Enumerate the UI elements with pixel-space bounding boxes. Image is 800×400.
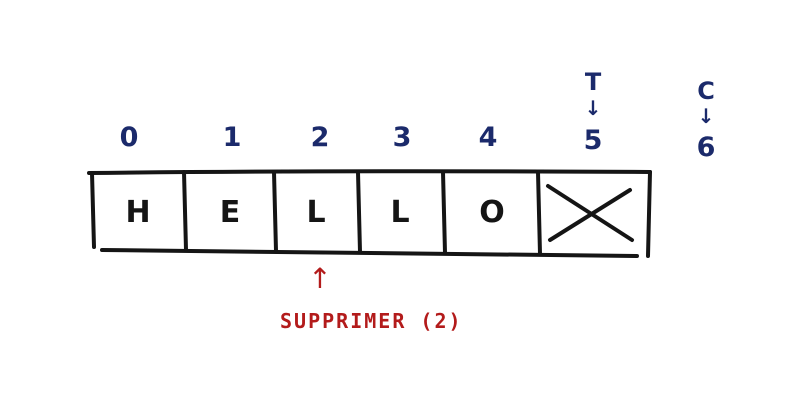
cell-1: E bbox=[219, 195, 241, 230]
delete-arrow: ↑ bbox=[308, 262, 332, 295]
index-label-5: 5 bbox=[583, 125, 603, 156]
tail-marker-label: T bbox=[584, 68, 602, 96]
index-label-2: 2 bbox=[310, 122, 330, 153]
index-label-0: 0 bbox=[119, 122, 139, 153]
index-label-3: 3 bbox=[392, 122, 412, 153]
capacity-marker-label: C bbox=[697, 77, 715, 105]
cell-3: L bbox=[390, 195, 410, 230]
array-left-border bbox=[90, 171, 96, 249]
capacity-marker-arrow: ↓ bbox=[697, 104, 715, 128]
cell-divider-1 bbox=[182, 170, 188, 252]
array-right-border bbox=[646, 170, 652, 258]
tail-marker-arrow: ↓ bbox=[584, 96, 602, 120]
array-top-border bbox=[87, 169, 652, 175]
empty-cell-cross-b bbox=[548, 188, 632, 242]
cell-4: O bbox=[479, 195, 505, 230]
cell-0: H bbox=[125, 195, 151, 230]
cell-divider-2 bbox=[272, 170, 278, 253]
cell-divider-3 bbox=[356, 170, 362, 254]
index-label-6: 6 bbox=[696, 132, 716, 163]
delete-annotation: SUPPRIMER (2) bbox=[280, 309, 463, 333]
index-label-1: 1 bbox=[222, 122, 242, 153]
cell-divider-5 bbox=[536, 170, 542, 256]
index-label-4: 4 bbox=[478, 122, 498, 153]
cell-2: L bbox=[306, 195, 326, 230]
array-bottom-border bbox=[100, 248, 639, 258]
cell-divider-4 bbox=[441, 170, 447, 255]
